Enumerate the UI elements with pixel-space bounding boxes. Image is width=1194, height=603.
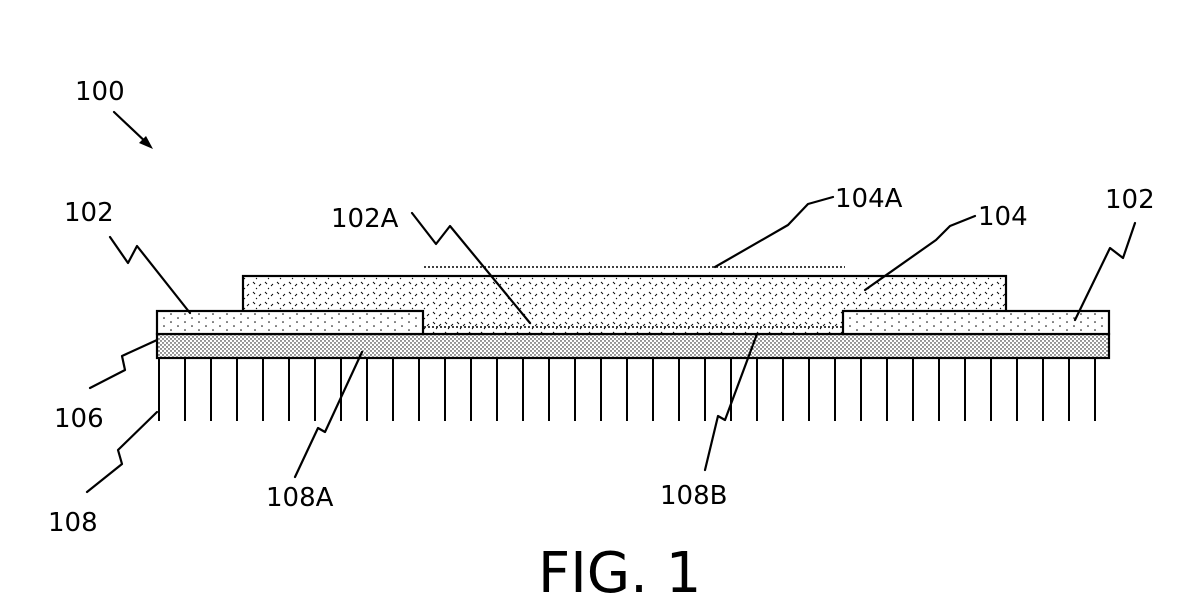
label-102-right: 102 [1105, 185, 1155, 215]
leader-108a [295, 352, 362, 477]
layer-102-right [843, 311, 1109, 334]
label-104: 104 [978, 202, 1028, 232]
leader-106 [90, 340, 157, 388]
label-102-left: 102 [64, 198, 114, 228]
substrate-108-fibers [159, 358, 1095, 421]
label-100: 100 [75, 77, 125, 107]
label-108: 108 [48, 508, 98, 538]
label-108a: 108A [266, 483, 334, 513]
leader-102-left [110, 237, 190, 313]
label-102a: 102A [331, 204, 399, 234]
layer-106 [157, 334, 1109, 358]
label-106: 106 [54, 404, 104, 434]
label-108b: 108B [660, 481, 727, 511]
leader-104a [715, 197, 833, 267]
figure-caption: FIG. 1 [538, 541, 701, 603]
label-104a: 104A [835, 184, 903, 214]
leader-102-right [1075, 223, 1135, 320]
layer-102-left [157, 311, 423, 334]
